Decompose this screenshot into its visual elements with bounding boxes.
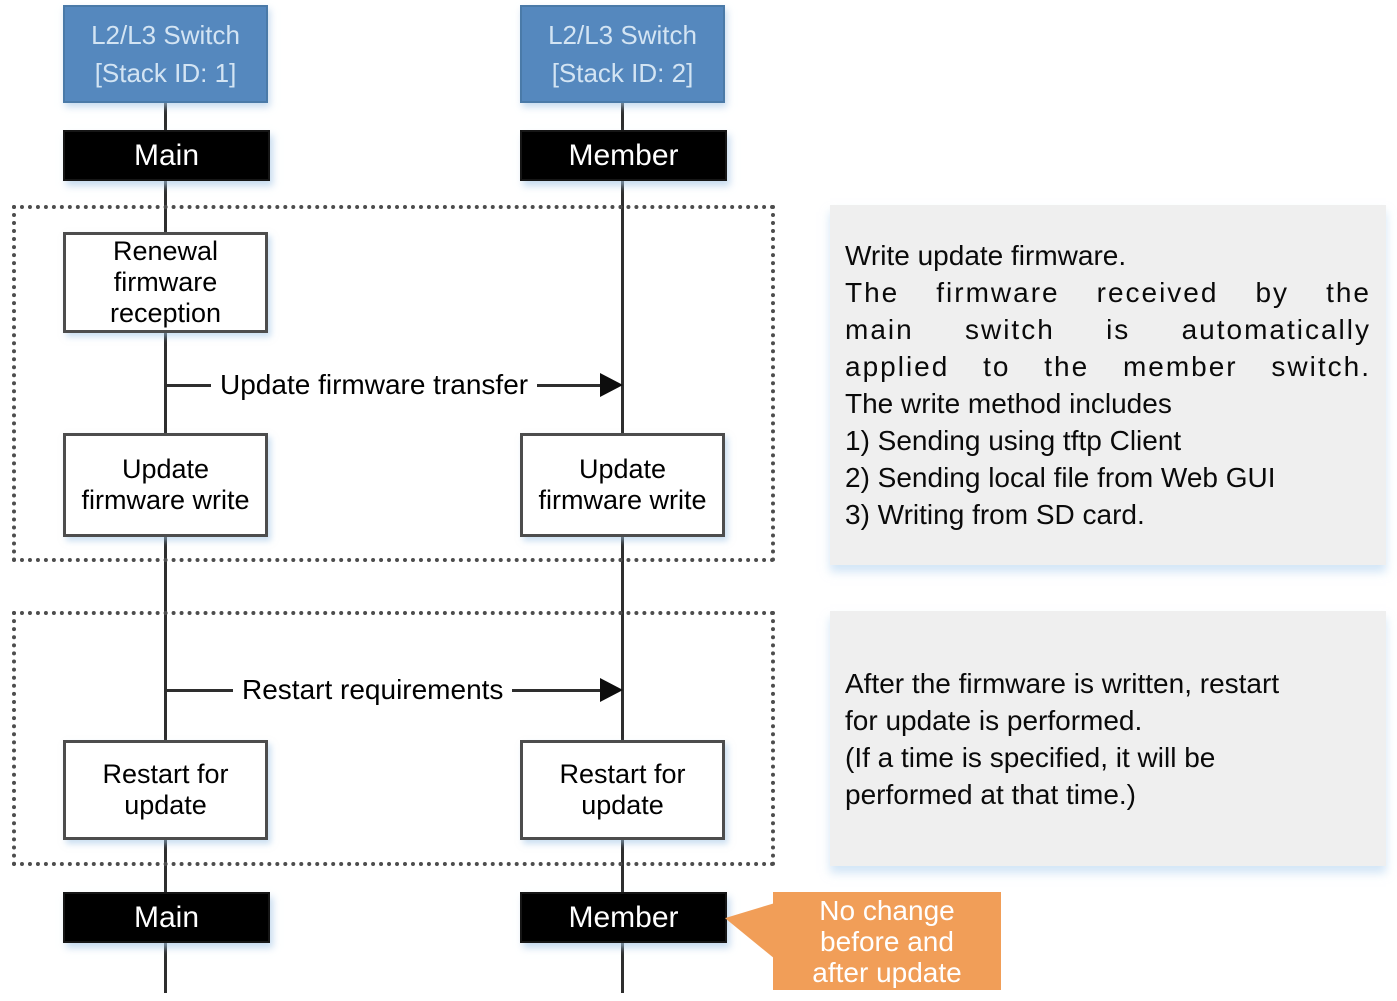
- arrow-line-end: [537, 383, 600, 387]
- step-line: firmware write: [538, 485, 707, 515]
- role-badge-main-top: Main: [63, 130, 270, 181]
- callout-line: before and: [820, 925, 954, 957]
- role-label: Main: [133, 900, 200, 934]
- note-line: (If a time is specified, it will be: [845, 741, 1216, 773]
- step-update-firmware-write-main: Update firmware write: [63, 433, 268, 537]
- note-line: 2) Sending local file from Web GUI: [845, 462, 1276, 493]
- no-change-callout: No change before and after update: [773, 892, 1001, 990]
- message-update-firmware-transfer: Update firmware transfer: [165, 369, 623, 400]
- message-restart-requirements: Restart requirements: [165, 674, 623, 705]
- step-restart-for-update-member: Restart for update: [520, 740, 725, 840]
- arrow-line-start: [165, 688, 233, 692]
- switch-title-line2: [Stack ID: 2]: [551, 58, 694, 88]
- note-line: The write method includes: [845, 388, 1172, 419]
- note-line: main switch is automatically: [845, 314, 1371, 345]
- step-renewal-firmware-reception: Renewal firmware reception: [63, 232, 268, 333]
- note-line: Write update firmware.: [845, 240, 1127, 271]
- note-line: The firmware received by the: [845, 277, 1371, 308]
- role-label: Member: [568, 900, 679, 934]
- note-line: After the firmware is written, restart: [845, 667, 1280, 699]
- note-line: 3) Writing from SD card.: [845, 499, 1145, 530]
- note-write-update-firmware: Write update firmware. The firmware rece…: [830, 205, 1386, 565]
- step-line: Update: [578, 454, 667, 484]
- note-restart-for-update: After the firmware is written, restart f…: [830, 611, 1386, 866]
- step-line: firmware: [113, 267, 218, 297]
- step-line: Renewal: [112, 236, 219, 266]
- callout-line: after update: [812, 956, 962, 988]
- step-line: Restart for: [559, 759, 686, 789]
- phase-frame-write-firmware: [12, 205, 775, 562]
- role-badge-main-bottom: Main: [63, 892, 270, 943]
- step-line: update: [581, 790, 664, 820]
- phase-frame-restart: [12, 611, 775, 866]
- switch-header-stack-id-1: L2/L3 Switch [Stack ID: 1]: [63, 5, 268, 103]
- step-line: firmware write: [81, 485, 250, 515]
- step-line: reception: [109, 298, 222, 328]
- switch-header-stack-id-2: L2/L3 Switch [Stack ID: 2]: [520, 5, 725, 103]
- switch-title-line2: [Stack ID: 1]: [94, 58, 237, 88]
- switch-title-line1: L2/L3 Switch: [548, 20, 697, 50]
- arrow-line-end: [512, 688, 600, 692]
- note-line: for update is performed.: [845, 704, 1143, 736]
- role-label: Main: [133, 138, 200, 172]
- note-line: performed at that time.): [845, 778, 1137, 810]
- callout-line: No change: [819, 894, 955, 926]
- main-switch-lifeline: [164, 100, 167, 993]
- arrow-line-start: [165, 383, 211, 387]
- step-line: Restart for: [102, 759, 229, 789]
- role-label: Member: [568, 138, 679, 172]
- step-line: update: [124, 790, 207, 820]
- note-line: applied to the member switch.: [845, 351, 1371, 382]
- member-switch-lifeline: [621, 100, 624, 993]
- switch-title-line1: L2/L3 Switch: [91, 20, 240, 50]
- note-line: 1) Sending using tftp Client: [845, 425, 1182, 456]
- step-restart-for-update-main: Restart for update: [63, 740, 268, 840]
- arrowhead-right-icon: [600, 373, 623, 397]
- message-label: Restart requirements: [242, 674, 504, 705]
- message-label: Update firmware transfer: [220, 369, 529, 400]
- role-badge-member-top: Member: [520, 130, 727, 181]
- step-update-firmware-write-member: Update firmware write: [520, 433, 725, 537]
- step-line: Update: [121, 454, 210, 484]
- no-change-callout-tail: [725, 903, 775, 959]
- arrowhead-right-icon: [600, 678, 623, 702]
- role-badge-member-bottom: Member: [520, 892, 727, 943]
